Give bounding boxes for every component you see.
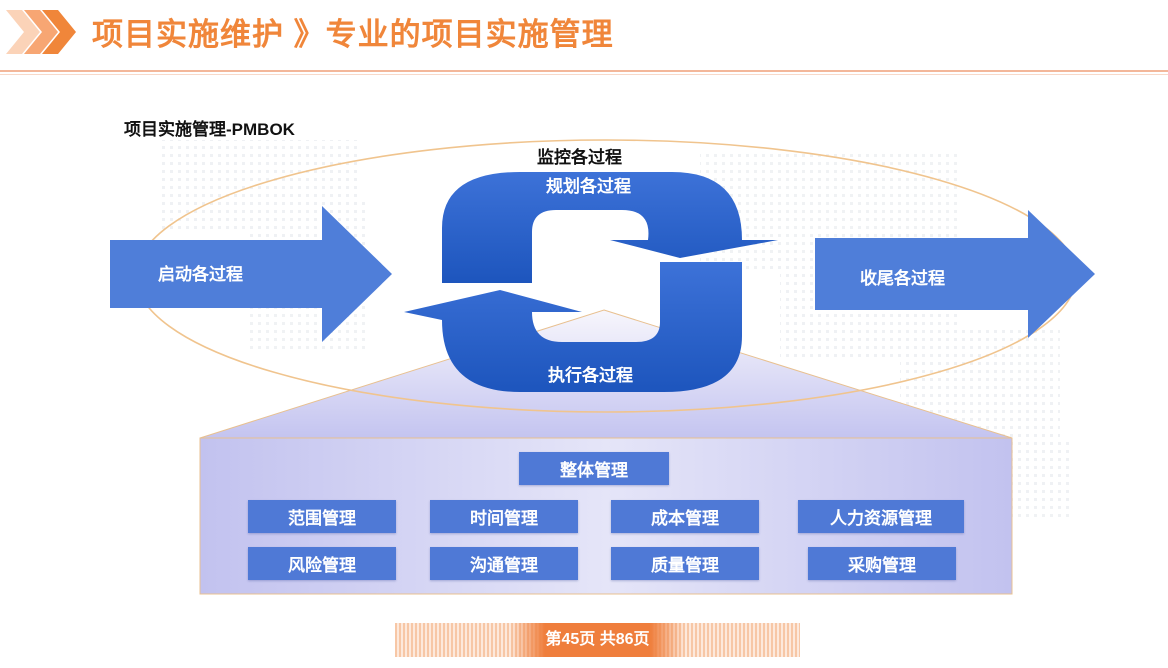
planning-cycle-arc	[442, 172, 778, 283]
page-title: 项目实施维护 》专业的项目实施管理	[92, 17, 614, 52]
header-divider	[0, 70, 1168, 72]
page-number-highlight	[510, 623, 685, 657]
header-divider-thin	[0, 74, 1168, 75]
knowledge-area-box: 成本管理	[611, 500, 759, 533]
closing-label: 收尾各过程	[860, 269, 945, 288]
slide-header: 项目实施维护 》专业的项目实施管理	[0, 0, 1168, 70]
planning-label: 规划各过程	[546, 177, 631, 196]
initiating-label: 启动各过程	[158, 265, 243, 284]
knowledge-area-box: 采购管理	[808, 547, 956, 580]
monitor-label: 监控各过程	[537, 148, 622, 167]
knowledge-area-box: 时间管理	[430, 500, 578, 533]
initiating-arrow	[110, 206, 392, 342]
page-number-bar: 第45页 共86页	[395, 623, 800, 657]
integration-management-box: 整体管理	[519, 452, 669, 485]
closing-arrow	[815, 210, 1095, 338]
knowledge-area-box: 质量管理	[611, 547, 759, 580]
executing-cycle-arc	[404, 262, 742, 392]
chevron-arrows-icon	[6, 10, 76, 54]
knowledge-area-box: 沟通管理	[430, 547, 578, 580]
executing-label: 执行各过程	[548, 366, 633, 385]
knowledge-area-box: 范围管理	[248, 500, 396, 533]
knowledge-area-box: 人力资源管理	[798, 500, 964, 533]
knowledge-area-box: 风险管理	[248, 547, 396, 580]
diagram-title: 项目实施管理-PMBOK	[124, 120, 295, 139]
page-number: 第45页 共86页	[545, 631, 650, 648]
